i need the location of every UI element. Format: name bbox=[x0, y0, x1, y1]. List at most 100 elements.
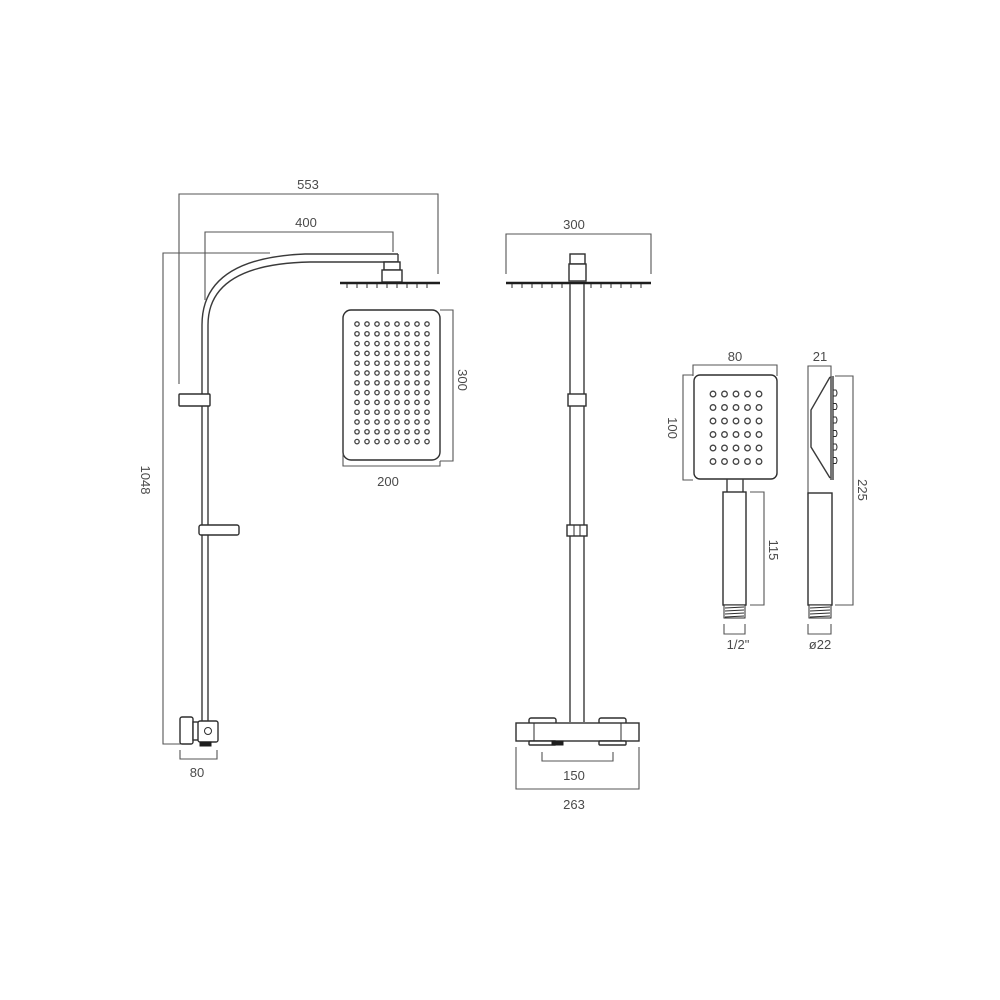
nozzle bbox=[424, 350, 430, 357]
nozzle bbox=[424, 321, 430, 327]
hand-shower-nozzle-grid bbox=[709, 390, 763, 465]
nozzle bbox=[424, 360, 430, 367]
nozzle bbox=[374, 438, 380, 445]
nozzle bbox=[374, 419, 380, 425]
nozzle bbox=[364, 321, 370, 327]
nozzle bbox=[394, 409, 400, 416]
nozzle bbox=[354, 330, 360, 337]
front-riser-bracket bbox=[567, 393, 587, 407]
nozzle bbox=[394, 389, 400, 396]
nozzle bbox=[414, 399, 420, 406]
nozzle bbox=[404, 330, 410, 337]
dimension-line-valve-depth bbox=[179, 750, 218, 760]
dimension-label-arm-reach: 400 bbox=[295, 215, 317, 230]
dimension-line-diameter bbox=[807, 624, 832, 635]
nozzle bbox=[394, 419, 400, 425]
head-connector bbox=[383, 261, 401, 271]
nozzle bbox=[364, 350, 370, 357]
nozzle bbox=[364, 419, 370, 425]
hand-shower-side-view: 21 225 ø22 bbox=[807, 349, 870, 652]
nozzle bbox=[354, 379, 360, 386]
nozzle bbox=[709, 417, 717, 425]
nozzle bbox=[732, 444, 740, 452]
outlet-circle bbox=[204, 727, 212, 735]
nozzle bbox=[374, 399, 380, 406]
nozzle bbox=[394, 321, 400, 327]
nozzle bbox=[404, 321, 410, 327]
hand-shower-slider bbox=[198, 524, 240, 536]
nozzle bbox=[354, 409, 360, 416]
nozzle bbox=[404, 428, 410, 435]
nozzle bbox=[404, 350, 410, 357]
nozzle bbox=[709, 458, 717, 465]
nozzle bbox=[374, 330, 380, 337]
valve-inlet-right bbox=[598, 740, 627, 746]
nozzle bbox=[414, 389, 420, 396]
riser-bracket-upper bbox=[178, 393, 211, 407]
nozzle bbox=[394, 370, 400, 376]
nozzle bbox=[424, 428, 430, 435]
nozzle bbox=[414, 409, 420, 416]
nozzle bbox=[709, 444, 717, 452]
nozzle bbox=[721, 417, 728, 425]
nozzle bbox=[721, 390, 728, 398]
front-riser-coupling bbox=[566, 524, 588, 537]
dimension-label-front-head-width: 300 bbox=[563, 217, 585, 232]
side-nozzle bbox=[833, 443, 838, 451]
dimension-line-thread bbox=[723, 624, 746, 635]
dimension-label-total-height: 1048 bbox=[138, 466, 153, 495]
dimension-line-front-head-width bbox=[505, 233, 652, 274]
nozzle bbox=[384, 438, 390, 445]
nozzle bbox=[354, 370, 360, 376]
riser-arm-inner bbox=[207, 261, 398, 725]
side-nozzle bbox=[833, 389, 838, 397]
front-rain-head-nozzles bbox=[511, 284, 642, 288]
nozzle bbox=[364, 330, 370, 337]
nozzle bbox=[744, 431, 751, 438]
nozzle bbox=[354, 340, 360, 347]
nozzle bbox=[732, 458, 740, 465]
nozzle bbox=[374, 389, 380, 396]
side-nozzle bbox=[833, 403, 838, 410]
nozzle bbox=[384, 350, 390, 357]
nozzle bbox=[374, 379, 380, 386]
nozzle bbox=[414, 360, 420, 367]
nozzle bbox=[414, 379, 420, 386]
nozzle bbox=[414, 340, 420, 347]
nozzle bbox=[384, 379, 390, 386]
nozzle bbox=[364, 340, 370, 347]
front-view: 300 150 263 bbox=[505, 217, 652, 812]
dimension-label-valve-depth: 80 bbox=[190, 765, 204, 780]
nozzle bbox=[384, 409, 390, 416]
nozzle bbox=[404, 419, 410, 425]
dimension-label-hand-width: 80 bbox=[728, 349, 742, 364]
nozzle bbox=[414, 350, 420, 357]
dimension-line-hand-width bbox=[692, 364, 778, 376]
nozzle bbox=[721, 458, 728, 465]
hand-shower-front-view: 80 100 115 1/2" bbox=[665, 349, 781, 652]
nozzle bbox=[374, 428, 380, 435]
nozzle bbox=[354, 419, 360, 425]
nozzle bbox=[732, 417, 740, 425]
nozzle bbox=[744, 417, 751, 425]
nozzle bbox=[732, 431, 740, 438]
front-head-connector bbox=[569, 253, 586, 265]
dimension-label-head-length: 300 bbox=[455, 369, 470, 391]
hand-shower-handle bbox=[722, 491, 747, 606]
nozzle bbox=[424, 389, 430, 396]
nozzle bbox=[424, 438, 430, 445]
nozzle bbox=[755, 444, 763, 452]
nozzle bbox=[755, 458, 763, 465]
nozzle bbox=[424, 330, 430, 337]
nozzle bbox=[709, 431, 717, 438]
nozzle bbox=[364, 389, 370, 396]
nozzle bbox=[364, 428, 370, 435]
nozzle bbox=[374, 340, 380, 347]
nozzle bbox=[364, 409, 370, 416]
nozzle bbox=[374, 321, 380, 327]
nozzle bbox=[354, 360, 360, 367]
hand-shower-side-nozzles bbox=[833, 389, 838, 464]
nozzle bbox=[364, 370, 370, 376]
dimension-label-hand-height: 100 bbox=[665, 417, 680, 439]
dimension-label-hand-depth: 21 bbox=[813, 349, 827, 364]
